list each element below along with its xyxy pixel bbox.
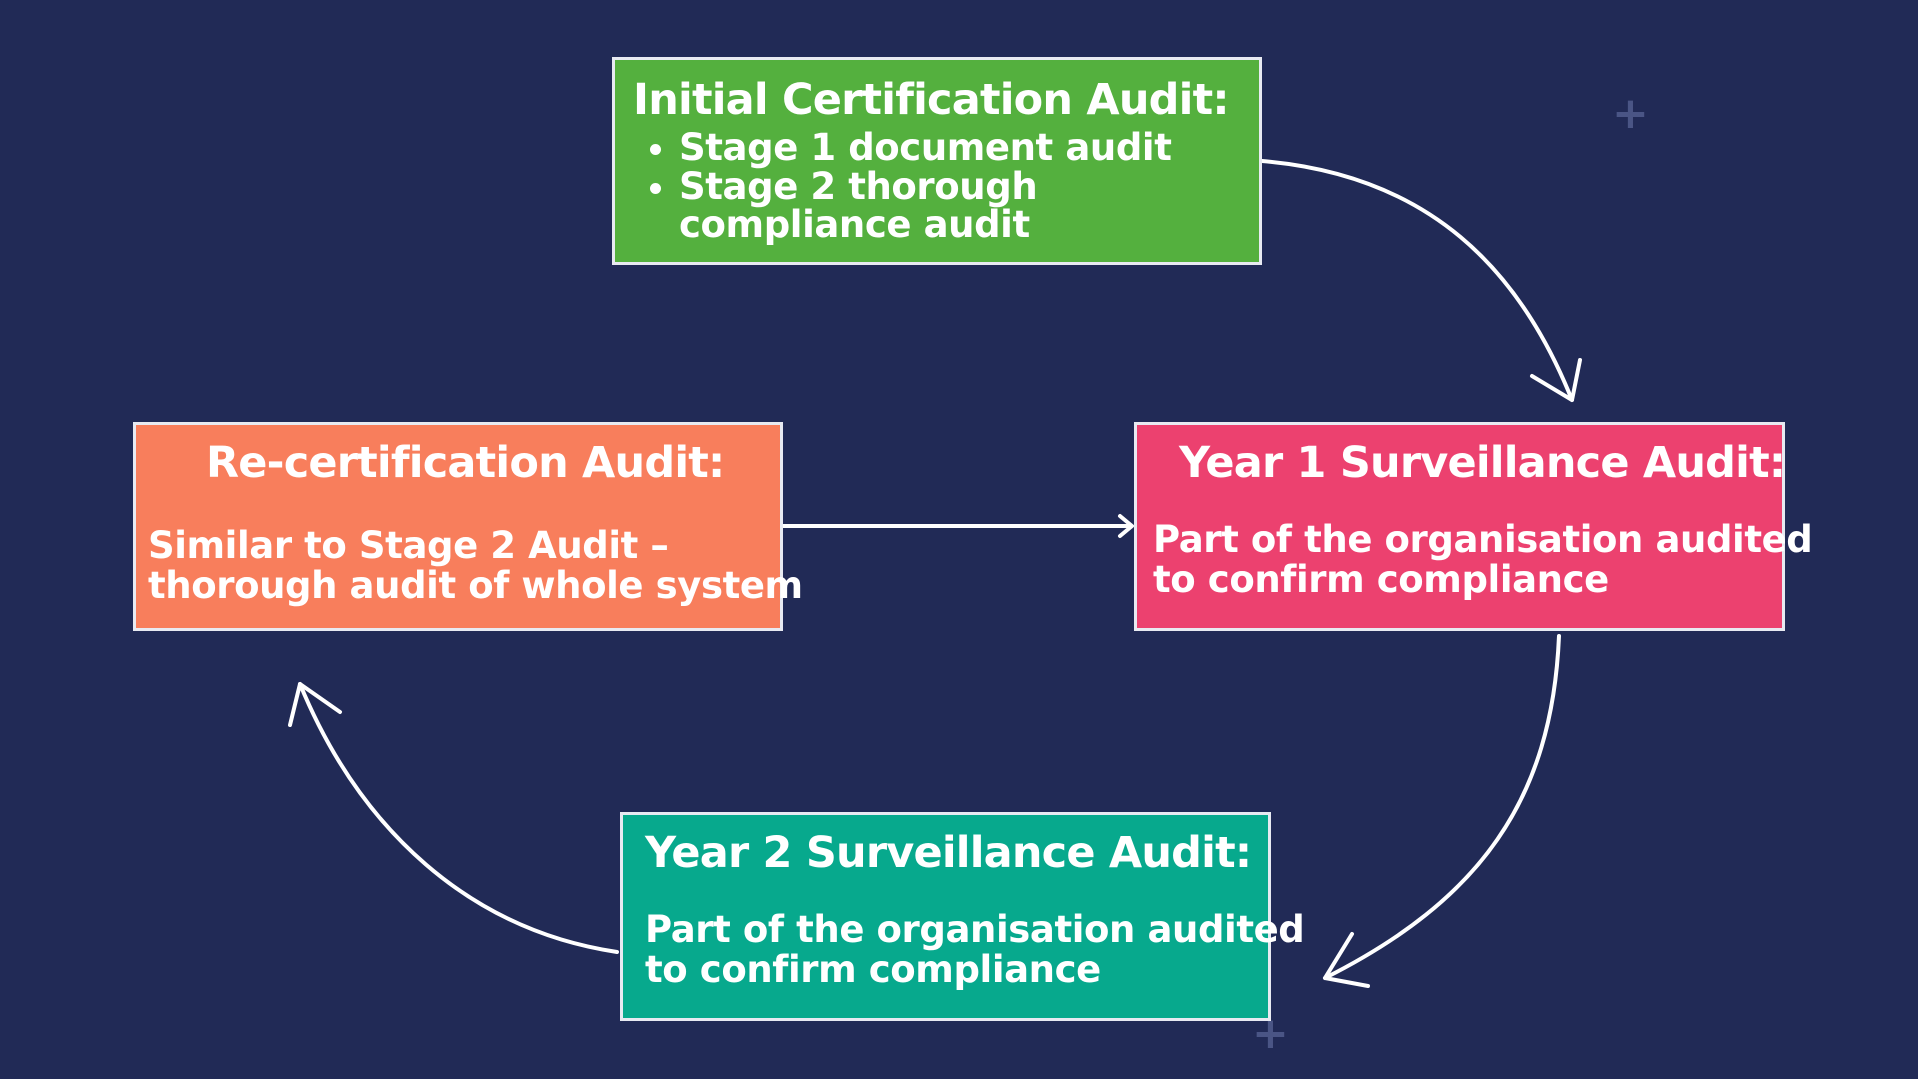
list-item: Stage 1 document audit [679, 128, 1259, 167]
arrow-initial-to-year1 [1260, 159, 1574, 402]
arrow-year2-to-recert [298, 682, 619, 954]
arrow-initial-to-year1-head [1530, 358, 1582, 402]
arrow-recert-to-year1-head [1118, 514, 1134, 538]
initial-certification-list: Stage 1 document audit Stage 2 thorough … [633, 128, 1259, 245]
year1-surveillance-line1: Part of the organisation audited [1153, 518, 1813, 562]
year2-surveillance-title: Year 2 Surveillance Audit: [645, 828, 1252, 878]
year1-surveillance-box: Year 1 Surveillance Audit: Part of the o… [1134, 422, 1813, 631]
initial-certification-title: Initial Certification Audit: [633, 75, 1230, 125]
recertification-line2: thorough audit of whole system [148, 564, 803, 608]
year1-surveillance-line2: to confirm compliance [1153, 558, 1609, 602]
year1-surveillance-title: Year 1 Surveillance Audit: [1179, 438, 1786, 488]
plus-icon: + [1612, 88, 1649, 139]
year2-surveillance-box: Year 2 Surveillance Audit: Part of the o… [620, 812, 1305, 1021]
arrow-year1-to-year2 [1323, 634, 1561, 980]
arrow-year2-to-recert-head [288, 682, 342, 727]
initial-certification-box: Initial Certification Audit: Stage 1 doc… [612, 57, 1262, 265]
recertification-title: Re-certification Audit: [206, 438, 725, 488]
recertification-line1: Similar to Stage 2 Audit – [148, 524, 669, 568]
arrow-year1-to-year2-head [1323, 932, 1370, 988]
recertification-box: Re-certification Audit: Similar to Stage… [133, 422, 803, 631]
year2-surveillance-line1: Part of the organisation audited [645, 908, 1305, 952]
year2-surveillance-line2: to confirm compliance [645, 948, 1101, 992]
list-item: Stage 2 thorough compliance audit [679, 167, 1239, 245]
